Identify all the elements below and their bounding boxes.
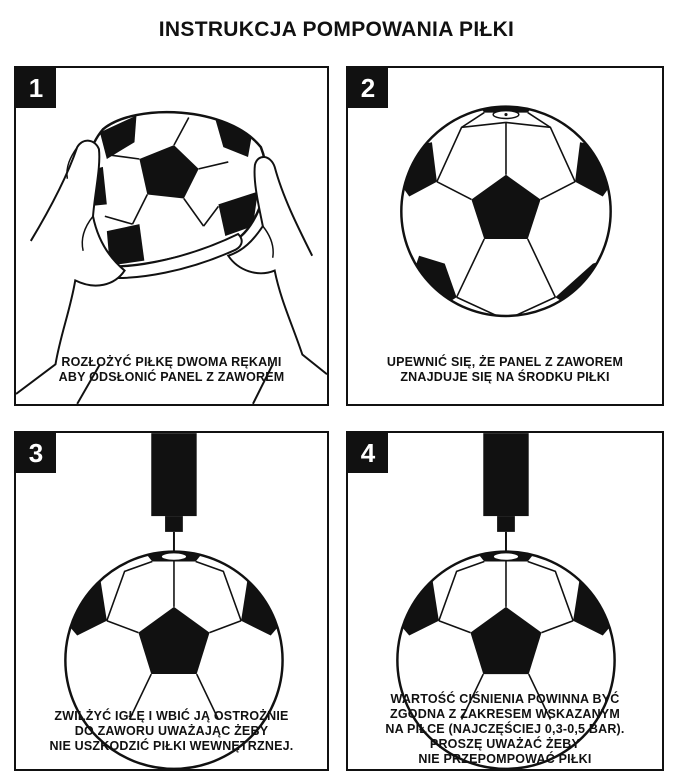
caption-line: UPEWNIĆ SIĘ, ŻE PANEL Z ZAWOREM <box>386 355 624 369</box>
soccer-ball-icon <box>400 105 612 318</box>
caption-line: ABY ODSŁONIĆ PANEL Z ZAWOREM <box>58 370 285 384</box>
caption-line: ROZŁOŻYĆ PIŁKĘ DWOMA RĘKAMI <box>61 355 282 369</box>
pump-needle-icon <box>64 433 284 769</box>
caption-line: ZNAJDUJE SIĘ NA ŚRODKU PIŁKI <box>400 370 610 384</box>
step-number: 2 <box>348 68 388 108</box>
step-1-panel: 1 ROZŁOŻYĆ PIŁKĘ DWOMA RĘKAMI ABY ODSŁON… <box>14 66 329 406</box>
caption-line: DO ZAWORU UWAŻAJĄC ŻEBY <box>74 724 269 738</box>
caption-line: ZGODNA Z ZAKRESEM WSKAZANYM <box>390 707 620 721</box>
caption-line: NIE PRZEPOMPOWAĆ PIŁKI <box>418 752 592 766</box>
caption-line: NA PIŁCE (NAJCZĘŚCIEJ 0,3-0,5 BAR). <box>385 722 625 736</box>
step-2-caption: UPEWNIĆ SIĘ, ŻE PANEL Z ZAWOREM ZNAJDUJE… <box>354 355 656 385</box>
pump-needle-icon <box>396 433 616 769</box>
step-number: 3 <box>16 433 56 473</box>
step-1-caption: ROZŁOŻYĆ PIŁKĘ DWOMA RĘKAMI ABY ODSŁONIĆ… <box>22 355 321 385</box>
caption-line: WARTOŚĆ CIŚNIENIA POWINNA BYĆ <box>390 692 620 706</box>
step-number: 1 <box>16 68 56 108</box>
caption-line: PROSZĘ UWAŻAĆ ŻEBY <box>429 737 581 751</box>
step-3-panel: 3 ZWILŻYĆ IGŁĘ I WBIĆ JĄ OSTROŻNIE DO ZA… <box>14 431 329 771</box>
caption-line: ZWILŻYĆ IGŁĘ I WBIĆ JĄ OSTROŻNIE <box>54 709 289 723</box>
step-4-caption: WARTOŚĆ CIŚNIENIA POWINNA BYĆ ZGODNA Z Z… <box>354 692 656 767</box>
hands-holding-ball-icon <box>16 110 327 404</box>
step-2-panel: 2 UPEWNIĆ SIĘ, ŻE PANEL Z ZAWOREM ZNAJDU… <box>346 66 664 406</box>
step-4-panel: 4 WARTOŚĆ CIŚNIENIA POWINNA BYĆ ZGODNA Z… <box>346 431 664 771</box>
step-number: 4 <box>348 433 388 473</box>
caption-line: NIE USZKODZIĆ PIŁKI WEWNĘTRZNEJ. <box>49 739 294 753</box>
page-title: INSTRUKCJA POMPOWANIA PIŁKI <box>158 18 515 41</box>
step-3-caption: ZWILŻYĆ IGŁĘ I WBIĆ JĄ OSTROŻNIE DO ZAWO… <box>22 709 321 754</box>
